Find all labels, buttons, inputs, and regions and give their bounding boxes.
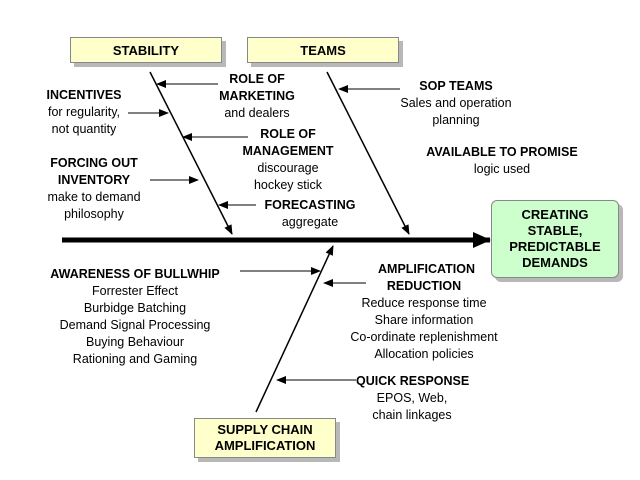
cause-bullwhip-line: Burbidge Batching (83, 301, 187, 315)
cause-incentives: INCENTIVES for regularity, not quantity (36, 87, 132, 138)
cause-forecasting: FORECASTING aggregate (256, 197, 364, 231)
category-teams-label: TEAMS (300, 42, 346, 58)
cause-atp-head: AVAILABLE TO PROMISE (426, 145, 578, 159)
cause-bullwhip-line: Rationing and Gaming (72, 352, 198, 366)
category-supply-chain-label: SUPPLY CHAIN AMPLIFICATION (214, 422, 316, 453)
cause-role-marketing-line: and dealers (224, 106, 290, 120)
cause-bullwhip-line: Forrester Effect (92, 284, 178, 298)
cause-forecasting-head: FORECASTING (264, 198, 356, 212)
cause-sop-teams-head: SOP TEAMS (419, 79, 493, 93)
cause-quick-response-line: chain linkages (372, 408, 452, 422)
cause-forecasting-line: aggregate (281, 215, 339, 229)
cause-role-management-line: hockey stick (253, 178, 323, 192)
cause-role-management: ROLE OF MANAGEMENT discourage hockey sti… (234, 126, 342, 194)
cause-amplification-line: Allocation policies (374, 347, 474, 361)
bone-teams (326, 71, 410, 235)
cause-quick-response-head: QUICK RESPONSE (356, 374, 470, 388)
cause-amplification-line: Reduce response time (361, 296, 487, 310)
cause-role-marketing-head: ROLE OF MARKETING (219, 72, 295, 103)
cause-amplification-line: Co-ordinate replenishment (350, 330, 498, 344)
cause-incentives-head: INCENTIVES (46, 88, 122, 102)
cause-atp-line: logic used (473, 162, 531, 176)
cause-sop-teams-line: planning (432, 113, 480, 127)
cause-role-management-head: ROLE OF MANAGEMENT (242, 127, 334, 158)
cause-bullwhip: AWARENESS OF BULLWHIP Forrester Effect B… (34, 266, 236, 368)
category-stability: STABILITY (70, 37, 222, 63)
cause-forcing-out: FORCING OUT INVENTORY make to demand phi… (38, 155, 150, 223)
cause-forcing-out-line: make to demand (47, 190, 141, 204)
category-supply-chain: SUPPLY CHAIN AMPLIFICATION (194, 418, 336, 458)
cause-incentives-line: for regularity, (47, 105, 120, 119)
cause-sop-teams-line: Sales and operation (400, 96, 512, 110)
cause-role-management-line: discourage (257, 161, 319, 175)
cause-role-marketing: ROLE OF MARKETING and dealers (210, 71, 304, 122)
cause-sop-teams: SOP TEAMS Sales and operation planning (388, 78, 524, 129)
cause-atp: AVAILABLE TO PROMISE logic used (408, 144, 596, 178)
cause-quick-response-line: EPOS, Web, (376, 391, 448, 405)
cause-amplification-head: AMPLIFICATION REDUCTION (378, 262, 475, 293)
cause-bullwhip-line: Buying Behaviour (86, 335, 184, 349)
cause-incentives-line: not quantity (51, 122, 117, 136)
category-stability-label: STABILITY (112, 42, 180, 58)
cause-quick-response: QUICK RESPONSE EPOS, Web, chain linkages (356, 373, 470, 424)
cause-amplification: AMPLIFICATION REDUCTION Reduce response … (346, 261, 502, 363)
cause-bullwhip-head: AWARENESS OF BULLWHIP (50, 267, 220, 281)
cause-forcing-out-line: philosophy (64, 207, 124, 221)
effect-label: CREATING STABLE, PREDICTABLE DEMANDS (509, 207, 601, 270)
cause-forcing-out-head: FORCING OUT INVENTORY (50, 156, 138, 187)
category-teams: TEAMS (247, 37, 399, 63)
cause-bullwhip-line: Demand Signal Processing (59, 318, 211, 332)
effect-box: CREATING STABLE, PREDICTABLE DEMANDS (491, 200, 619, 278)
cause-amplification-line: Share information (374, 313, 474, 327)
